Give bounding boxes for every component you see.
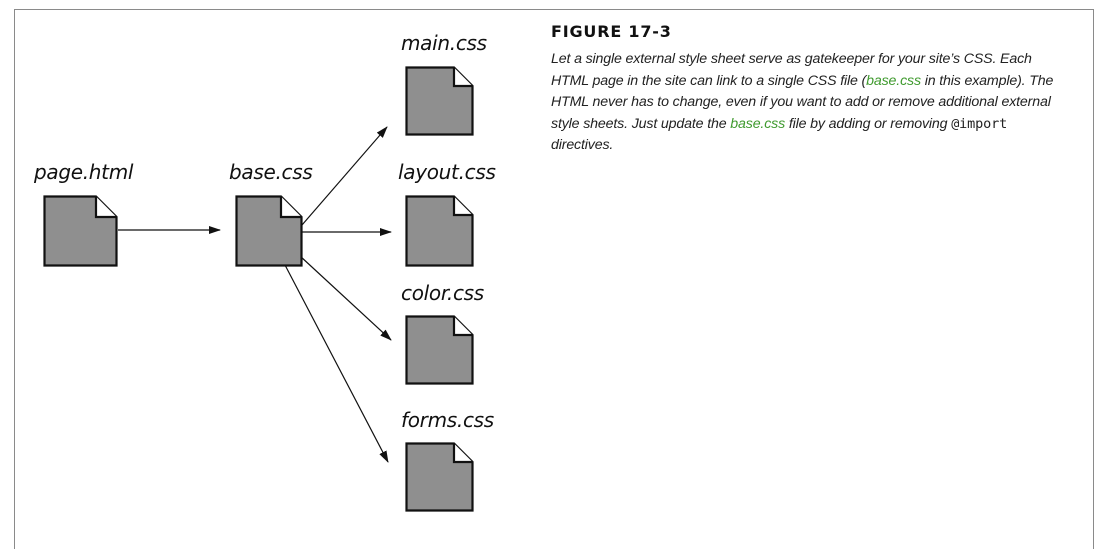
caption-text-3: file by adding or removing (785, 115, 952, 132)
document-icon-layout (405, 195, 474, 267)
label-base-css: base.css (229, 160, 312, 184)
arrow-base-to-color (299, 255, 392, 341)
arrow-base-to-forms (284, 264, 389, 463)
document-icon-base (235, 195, 303, 267)
label-color-css: color.css (401, 281, 484, 305)
caption-text-1: Let a single external style sheet serve … (551, 51, 1032, 89)
caption-code-import: @import (951, 115, 1008, 132)
caption-highlight-base-css-2: base.css (730, 115, 786, 132)
document-icon-forms (405, 442, 474, 512)
arrows (118, 126, 392, 463)
label-forms-css: forms.css (401, 408, 494, 432)
css-import-diagram: page.html base.css main.css layout.css c… (33, 31, 496, 512)
caption-text-2: in this example). The HTML never has to … (551, 72, 1054, 132)
caption-text-4: directives. (551, 137, 614, 154)
document-icon-page (43, 195, 118, 267)
document-icon-color (405, 315, 474, 385)
label-page-html: page.html (33, 160, 134, 184)
figure-title: FIGURE 17-3 (551, 22, 672, 41)
label-main-css: main.css (401, 31, 487, 55)
document-icon-main (405, 66, 474, 136)
arrow-base-to-main (301, 126, 388, 226)
figure-caption: FIGURE 17-3 Let a single external style … (551, 22, 1071, 157)
label-layout-css: layout.css (398, 160, 496, 184)
caption-highlight-base-css-1: base.css (866, 72, 921, 89)
figure-frame (14, 9, 1094, 549)
figure-description: Let a single external style sheet serve … (551, 49, 1071, 157)
